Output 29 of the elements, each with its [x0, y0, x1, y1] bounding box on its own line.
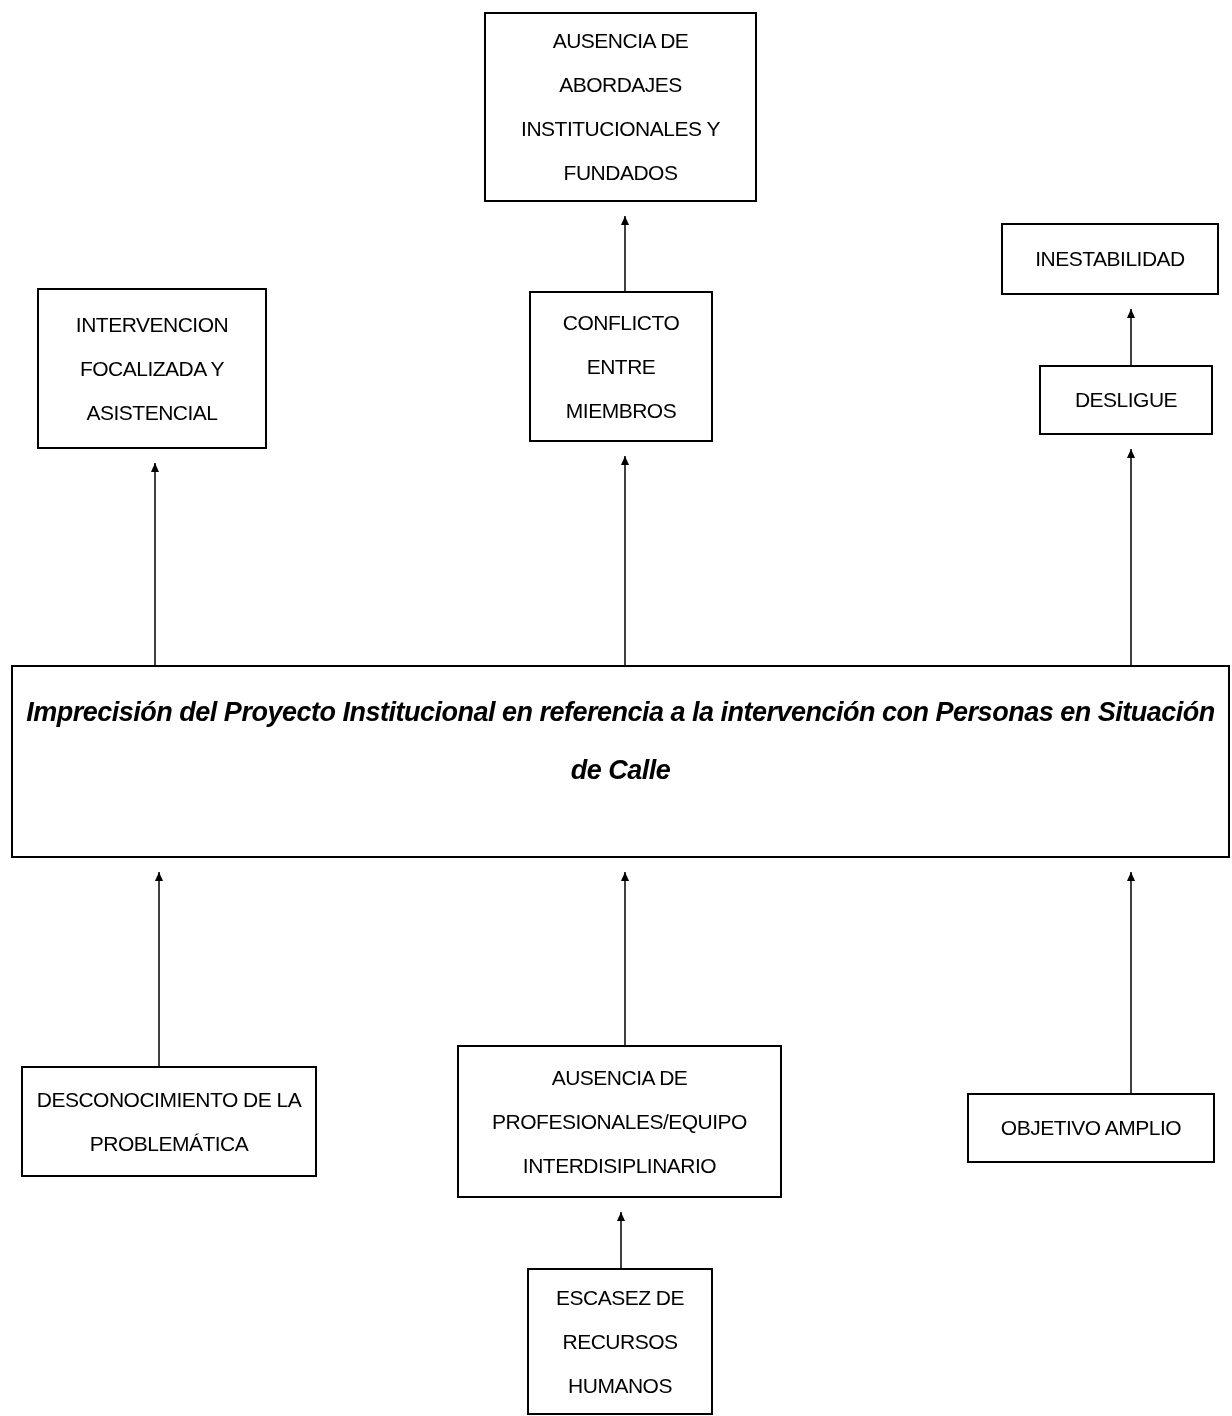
arrow	[1127, 871, 1135, 1094]
problem-statement: Imprecisión del Proyecto Institucional en referencia a la intervención con Personas en Situación de Calle	[25, 696, 1216, 787]
cause-effect-box	[1039, 365, 1213, 435]
arrow	[151, 462, 159, 666]
arrow	[1127, 308, 1135, 366]
box-text: CONFLICTO ENTRE MIEMBROS	[561, 309, 681, 424]
arrow	[621, 455, 629, 666]
arrow	[621, 871, 629, 1046]
cause-effect-box	[37, 288, 267, 449]
cause-effect-box	[527, 1268, 713, 1415]
cause-effect-box	[529, 291, 713, 442]
arrow	[1127, 448, 1135, 666]
box-text: OBJETIVO AMPLIO	[1000, 1115, 1182, 1141]
box-text: INTERVENCION FOCALIZADA Y ASISTENCIAL	[74, 311, 230, 426]
cause-effect-box	[1001, 223, 1219, 295]
arrow	[621, 215, 629, 292]
box-text: ESCASEZ DE RECURSOS HUMANOS	[554, 1284, 685, 1399]
cause-effect-box	[457, 1045, 782, 1198]
cause-effect-box	[484, 12, 757, 202]
cause-effect-box	[21, 1066, 317, 1177]
arrow	[617, 1211, 625, 1269]
box-text: AUSENCIA DE PROFESIONALES/EQUIPO INTERDISIPLINARIO	[491, 1064, 748, 1179]
box-text: DESLIGUE	[1074, 387, 1178, 413]
box-text: INESTABILIDAD	[1035, 246, 1185, 272]
box-text: AUSENCIA DE ABORDAJES INSTITUCIONALES Y FUNDADOS	[520, 28, 721, 186]
arrow	[155, 871, 163, 1067]
cause-effect-box	[967, 1093, 1215, 1163]
problem-box	[11, 665, 1230, 858]
box-text: DESCONOCIMIENTO DE LA PROBLEMÁTICA	[35, 1086, 303, 1157]
